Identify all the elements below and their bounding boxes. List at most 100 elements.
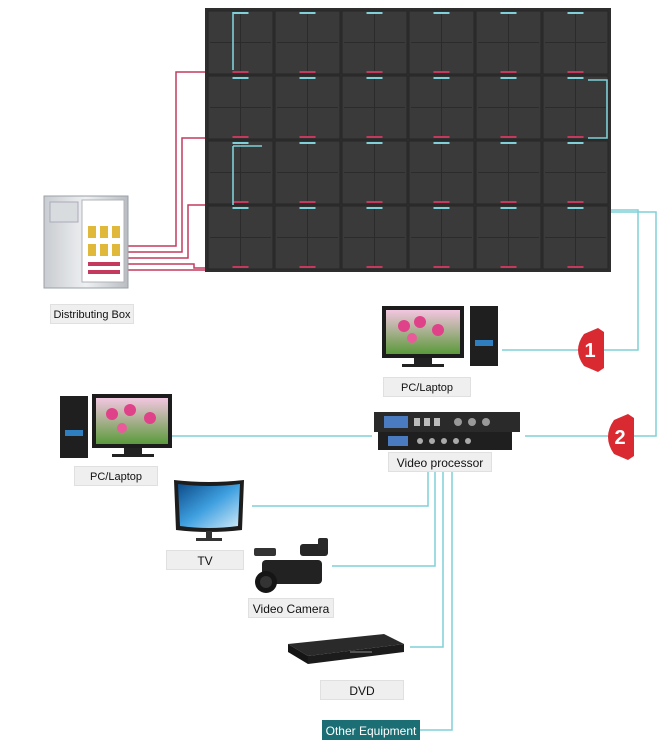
led-panel-divider xyxy=(344,78,405,137)
led-panel-power-port xyxy=(299,266,316,268)
distributing-box-label: Distributing Box xyxy=(50,304,134,324)
led-screen xyxy=(205,8,611,272)
pc-top-image xyxy=(382,306,498,367)
led-panel-signal-port xyxy=(433,77,450,79)
badge-2-text: 2 xyxy=(614,427,625,449)
processor-top-unit xyxy=(374,412,520,432)
led-panel-divider xyxy=(210,143,271,202)
led-panel-signal-port xyxy=(232,12,249,14)
led-panel-power-port xyxy=(433,136,450,138)
power-wires xyxy=(126,71,205,271)
video-camera-image xyxy=(254,538,328,593)
cabinet-door xyxy=(81,199,125,283)
led-panel-divider xyxy=(210,13,271,72)
led-panel-signal-port xyxy=(366,142,383,144)
led-panel-signal-port xyxy=(500,142,517,144)
tv-screen xyxy=(178,484,240,528)
led-panel-divider xyxy=(277,143,338,202)
pc-left-image xyxy=(60,394,172,458)
led-panel-power-port xyxy=(232,136,249,138)
video-camera-label: Video Camera xyxy=(248,598,334,618)
badge-2: 2 xyxy=(608,414,634,460)
led-panel-signal-port xyxy=(500,12,517,14)
led-panel-signal-port xyxy=(299,77,316,79)
led-panel-divider xyxy=(411,143,472,202)
badge-2-shape xyxy=(608,414,634,460)
led-panel-signal-port xyxy=(567,12,584,14)
led-panel-power-port xyxy=(366,71,383,73)
video-processor-image xyxy=(374,412,520,450)
badge-1-shape xyxy=(578,328,604,372)
led-panel-power-port xyxy=(299,136,316,138)
cabinet-breakers xyxy=(88,226,120,256)
led-panel-power-port xyxy=(567,136,584,138)
led-panel-signal-port xyxy=(232,207,249,209)
led-panel-power-port xyxy=(366,266,383,268)
led-panel-signal-port xyxy=(299,12,316,14)
pc-left-tower xyxy=(60,396,88,458)
led-panel-power-port xyxy=(232,266,249,268)
led-panel-divider xyxy=(277,208,338,267)
distributing-box-image xyxy=(43,195,129,289)
led-panel-power-port xyxy=(299,201,316,203)
pc-top-tower xyxy=(470,306,498,366)
pc-left-label: PC/Laptop xyxy=(74,466,158,486)
led-panel-power-port xyxy=(366,136,383,138)
led-panel-divider xyxy=(545,78,606,137)
led-panel-divider xyxy=(411,208,472,267)
led-panel-signal-port xyxy=(299,142,316,144)
led-panel-power-port xyxy=(433,266,450,268)
led-panel-power-port xyxy=(500,201,517,203)
led-panel-divider xyxy=(277,78,338,137)
led-panel-power-port xyxy=(433,201,450,203)
signal-wires xyxy=(170,209,657,731)
badge-1-text: 1 xyxy=(584,340,595,362)
dvd-top xyxy=(288,634,404,656)
led-panel-divider xyxy=(545,143,606,202)
led-panel-power-port xyxy=(232,201,249,203)
led-panel-signal-port xyxy=(433,12,450,14)
cabinet-meters xyxy=(49,201,79,223)
led-panel-divider xyxy=(545,208,606,267)
led-panel-power-port xyxy=(500,266,517,268)
pc-top-screen xyxy=(386,310,460,354)
dvd-front xyxy=(308,644,404,664)
led-panel-signal-port xyxy=(433,142,450,144)
led-panel-signal-port xyxy=(366,12,383,14)
led-panel-divider xyxy=(344,143,405,202)
led-panel-divider xyxy=(478,78,539,137)
led-panel-power-port xyxy=(500,71,517,73)
led-panel-signal-port xyxy=(500,77,517,79)
led-panel-divider xyxy=(411,13,472,72)
camera-body xyxy=(262,560,322,584)
led-panel-divider xyxy=(210,78,271,137)
led-panel-divider xyxy=(344,208,405,267)
led-panel-power-port xyxy=(433,71,450,73)
screen-signal-wiring xyxy=(232,12,608,205)
led-panel-divider xyxy=(344,13,405,72)
cabinet-terminals xyxy=(88,262,120,274)
led-panel-divider xyxy=(478,208,539,267)
led-panel-grid xyxy=(207,10,609,270)
led-panel-power-port xyxy=(500,136,517,138)
led-panel-divider xyxy=(411,78,472,137)
led-panel-signal-port xyxy=(567,142,584,144)
led-panel-signal-port xyxy=(232,142,249,144)
other-equipment-label: Other Equipment xyxy=(322,720,420,740)
led-panel-signal-port xyxy=(366,77,383,79)
dvd-label: DVD xyxy=(320,680,404,700)
led-panel-divider xyxy=(478,13,539,72)
pc-top-label: PC/Laptop xyxy=(383,377,471,397)
led-panel-power-port xyxy=(567,266,584,268)
led-panel-signal-port xyxy=(567,77,584,79)
led-panel-signal-port xyxy=(500,207,517,209)
tv-label: TV xyxy=(166,550,244,570)
led-panel-signal-port xyxy=(433,207,450,209)
led-panel-signal-port xyxy=(299,207,316,209)
led-panel-signal-port xyxy=(567,207,584,209)
led-panel-signal-port xyxy=(232,77,249,79)
led-panel-divider xyxy=(277,13,338,72)
led-panel-power-port xyxy=(567,71,584,73)
